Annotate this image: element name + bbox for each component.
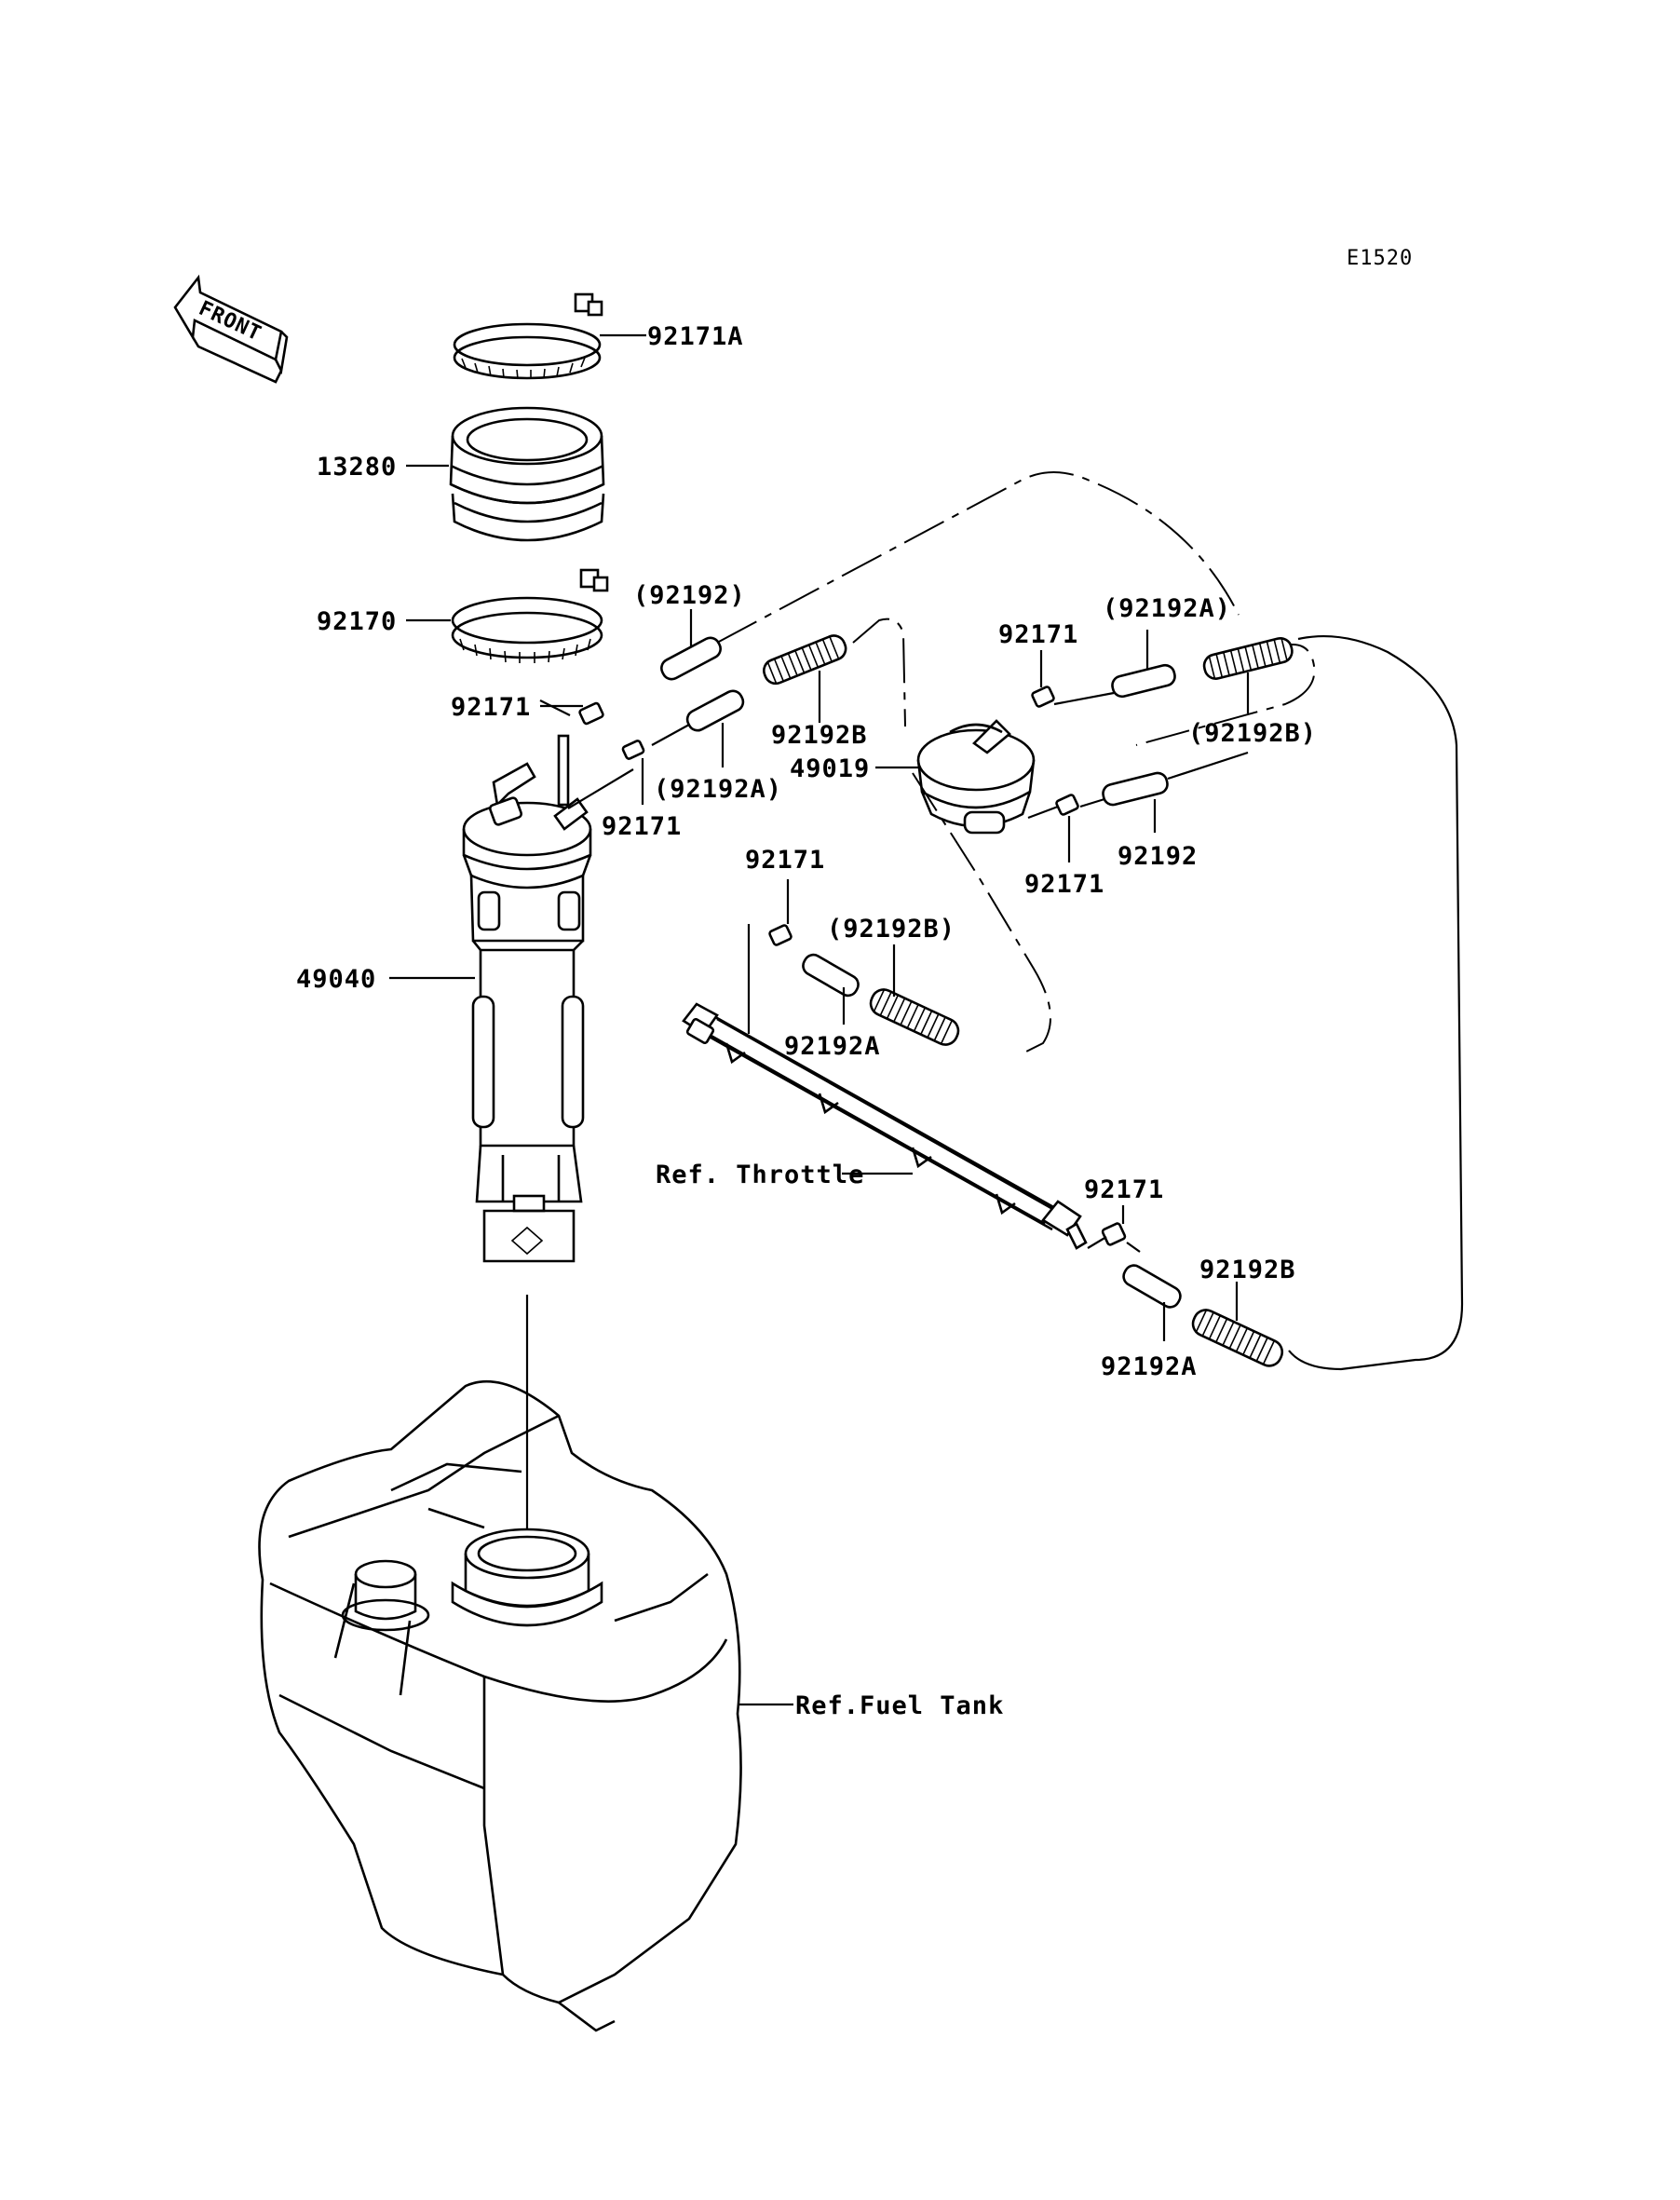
label-ref-fuel-tank: Ref.Fuel Tank (795, 1691, 1004, 1720)
label-92192b-left: 92192B (771, 721, 868, 750)
hose-92192b-bottom (1191, 1282, 1284, 1367)
label-92192b-right: (92192B) (1188, 719, 1317, 748)
label-92192b-mid: (92192B) (827, 915, 955, 944)
label-92171-mid: 92171 (745, 846, 825, 875)
clamp-92171a (453, 292, 646, 380)
hose-92192-top (660, 609, 722, 681)
label-92192a-right: (92192A) (1103, 594, 1231, 623)
label-ref-throttle: Ref. Throttle (656, 1161, 864, 1189)
label-92192b-bottom: 92192B (1199, 1256, 1296, 1284)
hose-92192a-mid (802, 953, 860, 1025)
label-92171-left-upper: 92171 (451, 693, 531, 722)
hose-92192b-right (1202, 636, 1294, 713)
hose-92192a-bottom (1122, 1264, 1182, 1341)
hose-92192b-left (763, 634, 847, 723)
label-92192-right: 92192 (1118, 842, 1198, 871)
label-92171-left-lower: 92171 (602, 812, 682, 841)
fuel-tank (258, 1379, 793, 2032)
clip-92171-mid (768, 879, 793, 946)
hose-92192a-right (1111, 630, 1176, 699)
fuel-filter-49019 (875, 719, 1036, 835)
front-arrow-icon: FRONT (173, 274, 289, 384)
boot-13280 (406, 406, 605, 542)
hose-92192b-mid (869, 944, 960, 1046)
clip-92171-filter-top (1031, 650, 1055, 708)
clip-92171-filter-bottom (1055, 794, 1079, 862)
label-13280: 13280 (317, 453, 397, 482)
hose-92192-right (1102, 771, 1169, 833)
hose-92192a-left (685, 689, 745, 767)
clamp-92170 (406, 568, 609, 663)
label-92171-filter-top: 92171 (998, 620, 1078, 649)
clip-92171-left-upper (540, 701, 604, 726)
label-92171-filter-bottom: 92171 (1024, 870, 1104, 899)
label-92171-bottom: 92171 (1084, 1175, 1164, 1204)
label-92170: 92170 (317, 607, 397, 636)
clip-92171-left-lower (621, 740, 645, 805)
label-49019: 49019 (790, 754, 870, 783)
clip-92171-bottom (1101, 1205, 1127, 1246)
label-92192a-mid: 92192A (784, 1032, 881, 1061)
label-92192-top: (92192) (633, 581, 746, 610)
throttle-fuel-rail (682, 924, 1088, 1250)
label-92171a: 92171A (647, 322, 744, 351)
diagram-code: E1520 (1347, 247, 1413, 270)
label-49040: 49040 (296, 965, 376, 994)
label-92192a-bottom: 92192A (1101, 1352, 1198, 1381)
label-92192a-left: (92192A) (654, 775, 782, 804)
fuel-pump-49040 (389, 734, 592, 1263)
